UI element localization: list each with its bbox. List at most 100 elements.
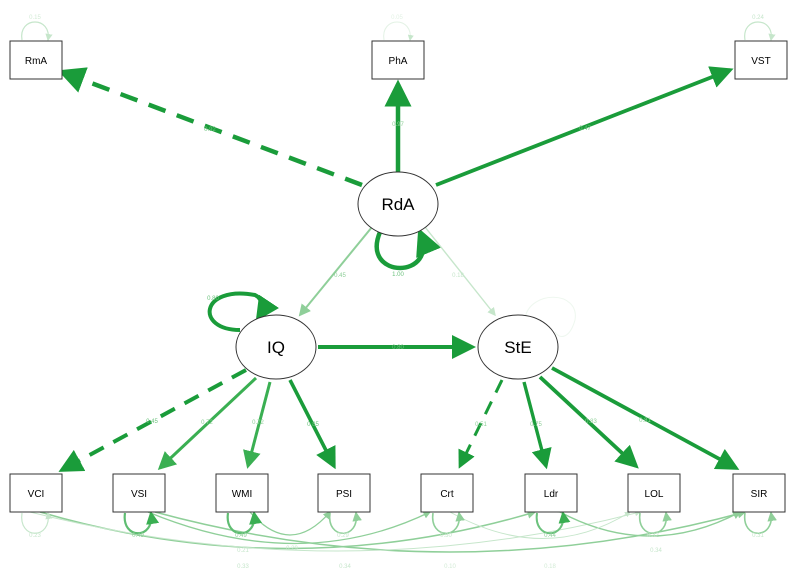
resid-PSI: [329, 511, 362, 535]
paths: [57, 66, 740, 472]
resid-label-VST: 0.24: [752, 15, 764, 21]
path-StE-LOL: [538, 375, 639, 469]
resid-LOL: [639, 511, 672, 535]
node-label-PSI: PSI: [336, 489, 352, 500]
node-label-LOL: LOL: [645, 489, 664, 500]
node-label-VCI: VCI: [28, 489, 45, 500]
coef-RdA-self: 1.00: [392, 272, 404, 278]
node-label-RmA: RmA: [25, 56, 48, 67]
resid-VSI: [123, 510, 160, 535]
path-RdA-StE: [424, 226, 496, 317]
coef-labels: 0.92 0.97 0.47 0.45 0.18 1.00 0.80 0.80 …: [29, 15, 764, 570]
coef-IQ-VSI: 0.72: [201, 420, 213, 426]
coef-StE-Crt: 0.51: [475, 422, 487, 428]
coef-StE-Ldr: 0.75: [530, 422, 542, 428]
path-IQ-VSI: [157, 376, 258, 471]
path-RdA-IQ: [298, 226, 373, 317]
node-label-WMI: WMI: [232, 489, 253, 500]
coef-StE-SIR: 0.81: [639, 418, 651, 424]
node-label-StE: StE: [504, 338, 531, 357]
resid-PhA: [383, 21, 414, 41]
resid-label-SIR: 0.31: [752, 533, 764, 539]
path-RdA-VST: [435, 66, 734, 187]
residual-loops: [21, 21, 777, 535]
cov-WMI-PSI: [242, 504, 331, 536]
cov-label-Crt-LOL: 0.18: [544, 564, 556, 570]
node-label-RdA: RdA: [381, 195, 415, 214]
node-IQ: IQ: [235, 314, 317, 380]
cov-label-VCI-LOL: 0.10: [444, 564, 456, 570]
node-VCI: VCI: [9, 473, 63, 513]
cov-label-Ldr-SIR: 0.34: [650, 548, 662, 554]
latent-variances: [207, 206, 576, 337]
cov-VCI-LOL: [29, 510, 641, 552]
node-label-Ldr: Ldr: [544, 489, 559, 500]
coef-RdA-IQ: 0.45: [334, 273, 346, 279]
resid-label-RmA: 0.15: [29, 15, 41, 21]
path-StE-Ldr: [522, 381, 552, 470]
node-label-VST: VST: [751, 56, 770, 67]
cov-Ldr-SIR: [551, 505, 742, 537]
node-label-SIR: SIR: [751, 489, 768, 500]
resid-label-LOL: 0.32: [647, 533, 659, 539]
path-IQ-WMI: [243, 381, 272, 469]
node-StE: StE: [477, 314, 559, 380]
coef-RdA-PhA: 0.97: [392, 122, 404, 128]
coef-RdA-VST: 0.47: [579, 126, 591, 132]
resid-Ldr: [535, 511, 571, 535]
node-WMI: WMI: [215, 473, 269, 513]
observed-bottom: VCI VSI WMI PSI Crt Ldr LOL SIR: [9, 473, 786, 513]
coef-RdA-StE: 0.18: [452, 273, 464, 279]
coef-IQ-PSI: 0.85: [307, 422, 319, 428]
latent-variables: RdA IQ StE: [235, 171, 559, 380]
cov-label-VCI-Ldr: 0.33: [237, 564, 249, 570]
resid-VST: [744, 21, 776, 42]
coef-StE-LOL: 0.83: [585, 419, 597, 425]
node-label-VSI: VSI: [131, 489, 147, 500]
coef-IQ-VCI: 0.45: [146, 419, 158, 425]
node-RmA: RmA: [9, 40, 63, 80]
var-RdA: [374, 206, 442, 271]
path-StE-Crt: [458, 379, 504, 469]
cov-label-VSI-SIR: 0.34: [339, 564, 351, 570]
node-SIR: SIR: [732, 473, 786, 513]
resid-label-PSI: 0.29: [337, 533, 349, 539]
path-IQ-PSI: [288, 379, 336, 470]
node-PSI: PSI: [317, 473, 371, 513]
cov-label-VSI-Crt: 0.29: [286, 546, 298, 552]
resid-label-VSI: 0.49: [132, 533, 144, 539]
var-IQ: [207, 291, 280, 332]
coef-RdA-RmA: 0.92: [204, 127, 216, 133]
node-Crt: Crt: [420, 473, 474, 513]
resid-label-VCI: 0.23: [29, 533, 41, 539]
coef-IQ-self: 0.80: [207, 296, 219, 302]
resid-label-PhA: 0.05: [391, 15, 403, 21]
node-VST: VST: [734, 40, 788, 80]
node-label-PhA: PhA: [389, 56, 408, 67]
resid-Crt: [432, 511, 465, 535]
node-label-IQ: IQ: [267, 338, 285, 357]
resid-SIR: [744, 511, 777, 535]
node-label-Crt: Crt: [440, 489, 454, 500]
resid-label-Ldr: 0.44: [544, 533, 556, 539]
node-RdA: RdA: [357, 171, 439, 237]
resid-label-Crt: 0.30: [440, 533, 452, 539]
node-VSI: VSI: [112, 473, 166, 513]
path-IQ-VCI: [58, 368, 247, 472]
node-PhA: PhA: [371, 40, 425, 80]
cov-Crt-LOL: [449, 511, 631, 539]
resid-WMI: [226, 510, 263, 535]
observed-top: RmA PhA VST: [9, 40, 788, 80]
path-RdA-RmA: [57, 67, 363, 188]
cov-label-WMI-PSI: 0.21: [237, 548, 249, 554]
coef-IQ-StE: 0.80: [392, 345, 404, 351]
var-StE: [524, 296, 576, 337]
cov-VSI-SIR: [154, 509, 747, 553]
resid-RmA: [21, 21, 53, 42]
path-StE-SIR: [551, 366, 740, 470]
coef-IQ-WMI: 0.72: [252, 420, 264, 426]
node-Ldr: Ldr: [524, 473, 578, 513]
cov-VSI-Crt: [147, 511, 432, 545]
